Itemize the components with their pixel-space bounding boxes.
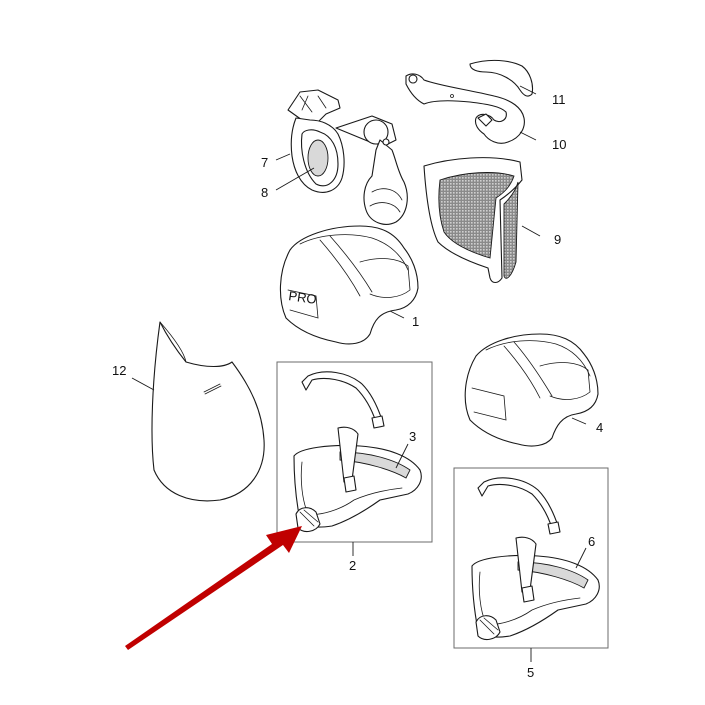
label-part-7: 7 — [261, 155, 268, 170]
label-part-1: 1 — [412, 314, 419, 329]
headband-assembly-part-2 — [293, 371, 422, 533]
visor-bracket-part-10 — [405, 73, 525, 144]
rain-peak-part-11 — [469, 59, 534, 97]
label-part-2: 2 — [349, 558, 356, 573]
label-part-8: 8 — [261, 185, 268, 200]
label-part-11: 11 — [552, 92, 566, 107]
ear-muff-right — [335, 115, 408, 225]
svg-text:PRO: PRO — [288, 288, 318, 307]
leader-lines — [131, 85, 587, 662]
headband-assembly-part-5 — [471, 477, 600, 641]
part-labels: 11 10 7 8 9 1 12 3 2 4 6 5 — [112, 92, 603, 680]
highlight-arrow — [125, 526, 302, 650]
ear-cushion-part-8 — [307, 139, 329, 177]
helmet-logo: PRO — [288, 288, 318, 307]
label-part-3: 3 — [409, 429, 416, 444]
mesh-visor-part-9 — [423, 157, 523, 284]
label-part-9: 9 — [554, 232, 561, 247]
label-part-5: 5 — [527, 665, 534, 680]
helmet-shell-part-4 — [464, 333, 599, 447]
face-shield-part-12 — [151, 321, 265, 502]
label-part-4: 4 — [596, 420, 603, 435]
label-part-10: 10 — [552, 137, 566, 152]
label-part-6: 6 — [588, 534, 595, 549]
label-part-12: 12 — [112, 363, 126, 378]
headband-box-2 — [276, 361, 433, 543]
helmet-shell-part-1 — [279, 225, 419, 345]
